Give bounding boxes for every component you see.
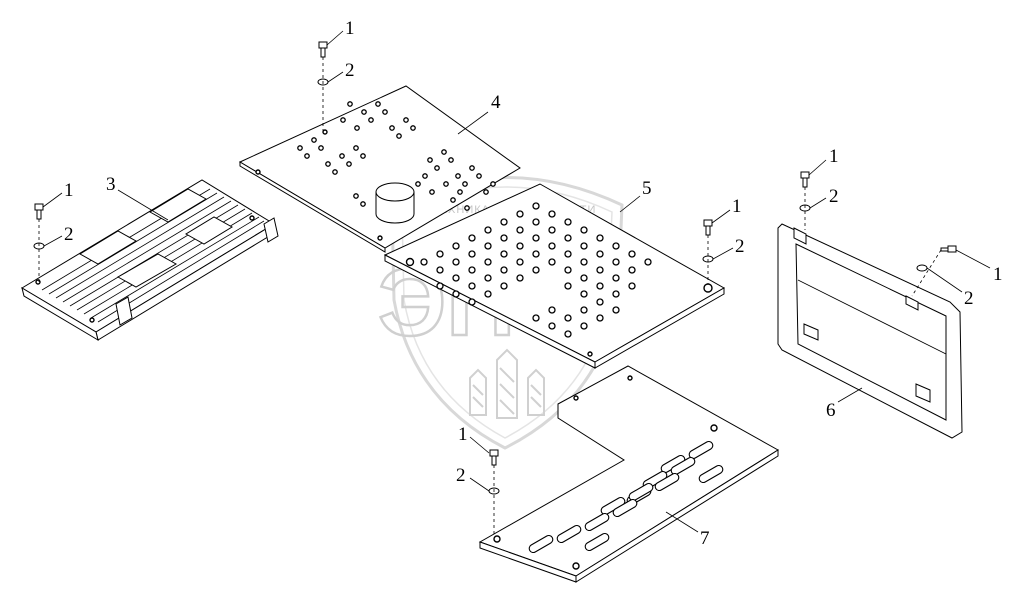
frame-clip-top-left xyxy=(793,227,807,245)
callout-2-frame: 2 xyxy=(829,186,839,207)
callout-4: 4 xyxy=(491,92,501,113)
bolt-4 xyxy=(318,41,328,58)
grille-panel xyxy=(21,179,279,342)
callout-2-right: 2 xyxy=(964,288,974,309)
callout-1-bottom: 1 xyxy=(458,424,468,445)
bolt-6a xyxy=(800,171,810,188)
top-panel xyxy=(238,85,521,253)
grille-hinge xyxy=(115,296,133,326)
callout-2-mid: 2 xyxy=(735,236,745,257)
frame-clip-bottom-right xyxy=(915,383,931,403)
bolt-3 xyxy=(34,203,44,220)
duct-collar xyxy=(375,182,415,224)
watermark-shield-outline xyxy=(390,176,624,450)
callout-1-top: 1 xyxy=(345,18,355,39)
washer-6b xyxy=(916,264,928,272)
bolt-6b xyxy=(940,245,957,253)
bottom-plate xyxy=(478,365,779,583)
callout-2-top: 2 xyxy=(345,60,355,81)
bottom-plate-slots xyxy=(528,440,724,554)
side-frame xyxy=(777,223,963,439)
callout-1-mid: 1 xyxy=(732,196,742,217)
frame-clip-bottom-left xyxy=(803,323,819,341)
callout-1-right: 1 xyxy=(993,264,1003,285)
bolt-5 xyxy=(703,219,713,236)
grille-crossbar xyxy=(79,230,137,265)
top-panel-holes xyxy=(297,101,496,211)
frame-clip-top-right xyxy=(905,295,919,311)
perforated-panel xyxy=(383,183,726,369)
callout-1-left: 1 xyxy=(64,180,74,201)
callout-2-bottom: 2 xyxy=(456,465,466,486)
leader-lines xyxy=(42,30,991,533)
bolt-7 xyxy=(489,449,499,466)
callout-5: 5 xyxy=(642,178,652,199)
callout-1-frame: 1 xyxy=(829,146,839,167)
watermark-wheat-icon xyxy=(469,348,545,419)
callout-3: 3 xyxy=(106,174,116,195)
callout-7: 7 xyxy=(700,528,710,549)
perforated-panel-holes xyxy=(420,202,652,338)
callout-2-left: 2 xyxy=(64,224,74,245)
callout-6: 6 xyxy=(826,400,836,421)
callout-labels: 1 2 3 1 2 4 5 1 2 1 2 1 2 6 1 2 7 xyxy=(64,18,1003,549)
